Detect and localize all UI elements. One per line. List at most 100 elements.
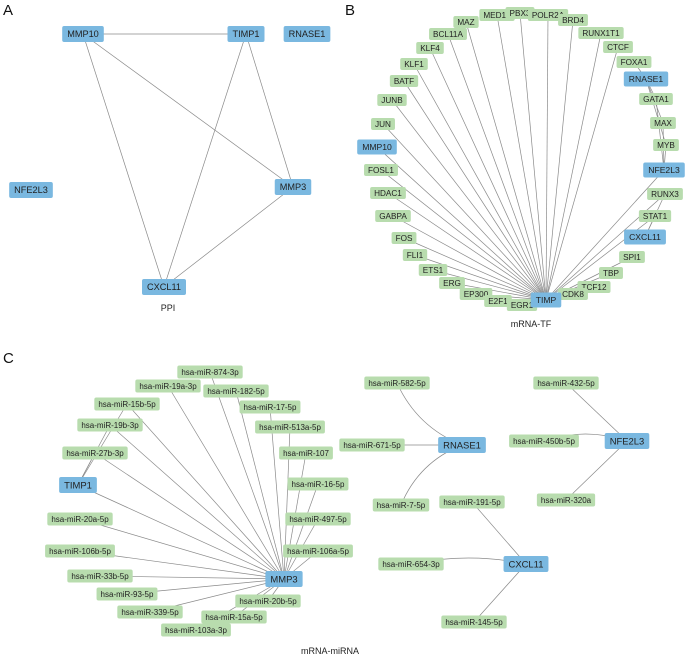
node-label: hsa-miR-27b-3p — [66, 449, 124, 458]
edge-MMP3-CXCL11 — [163, 186, 294, 288]
node-box — [530, 292, 562, 308]
node-label: MYB — [657, 141, 675, 150]
edge-NFE2L3-m432 — [565, 382, 628, 442]
node-box — [142, 279, 186, 295]
node-box — [653, 139, 679, 151]
node-box — [536, 493, 596, 507]
node-box — [619, 251, 645, 263]
node-box — [235, 594, 301, 608]
node-box — [603, 41, 633, 53]
tf-node-batf: BATF — [389, 75, 419, 87]
node-label: JUNB — [381, 96, 403, 105]
node-box — [177, 365, 243, 379]
node-label: TIMP1 — [232, 29, 259, 39]
node-label: hsa-miR-450b-5p — [513, 437, 575, 446]
node-box — [647, 188, 683, 200]
node-label: SPI1 — [623, 253, 641, 262]
node-label: CDK8 — [562, 290, 584, 299]
edge-TIMP1-MMP3 — [245, 33, 294, 188]
node-label: hsa-miR-7-5p — [377, 501, 426, 510]
node-box — [439, 495, 505, 509]
node-label: MMP3 — [280, 182, 307, 192]
edge-TIMP1-BRD4 — [545, 19, 574, 301]
node-label: GATA1 — [643, 95, 669, 104]
mirna-node-m15b: hsa-miR-15b-5p — [94, 397, 160, 411]
edge-TIMP1-JUNB — [391, 99, 547, 301]
node-box — [279, 446, 333, 460]
edge-MMP3-m874 — [209, 371, 285, 580]
gene-node-mmp10: MMP10 — [357, 139, 397, 155]
panel-b-caption: mRNA-TF — [511, 319, 552, 329]
node-label: hsa-miR-106a-5p — [287, 547, 349, 556]
node-label: MMP10 — [362, 142, 392, 152]
node-box — [391, 232, 417, 244]
node-box — [47, 512, 113, 526]
mirna-node-m106b: hsa-miR-106b-5p — [45, 544, 115, 558]
panel-b-letter: B — [345, 2, 355, 19]
edge-TIMP1-POLR2A — [545, 14, 549, 301]
mirna-node-m320a: hsa-miR-320a — [536, 493, 596, 507]
tf-node-brd4: BRD4 — [558, 14, 588, 26]
node-label: hsa-miR-19a-3p — [139, 382, 197, 391]
node-box — [506, 299, 538, 311]
mirna-node-m145: hsa-miR-145-5p — [441, 615, 507, 629]
node-box — [416, 42, 444, 54]
edge-TIMP1-BCL11A — [447, 33, 547, 301]
node-label: FOSL1 — [368, 166, 394, 175]
node-box — [201, 610, 267, 624]
mirna-node-m19a: hsa-miR-19a-3p — [135, 379, 201, 393]
node-label: STAT1 — [643, 212, 668, 221]
node-label: MAZ — [457, 18, 474, 27]
node-label: CXCL11 — [629, 232, 661, 242]
tf-node-ep300: EP300 — [459, 288, 493, 300]
node-box — [364, 164, 398, 176]
node-box — [94, 397, 160, 411]
node-box — [255, 420, 325, 434]
mirna-node-m513a: hsa-miR-513a-5p — [255, 420, 325, 434]
node-label: hsa-miR-432-5p — [537, 379, 595, 388]
node-label: ERG — [443, 279, 461, 288]
node-box — [558, 14, 588, 26]
edge-RNASE1-MYB — [645, 78, 667, 146]
node-label: FLI1 — [407, 251, 424, 260]
node-box — [265, 571, 303, 587]
gene-node-mmp3: MMP3 — [265, 571, 303, 587]
node-box — [505, 7, 535, 19]
node-label: BCL11A — [433, 30, 463, 39]
gene-node-rnase1: RNASE1 — [283, 26, 331, 42]
edge-TIMP1-FOSL1 — [380, 169, 547, 301]
gene-node-cxcl11: CXCL11 — [624, 229, 666, 245]
mirna-node-m7: hsa-miR-7-5p — [372, 498, 430, 512]
tf-node-fli1: FLI1 — [402, 249, 428, 261]
gene-node-timp1: TIMP1 — [227, 26, 265, 42]
node-box — [62, 26, 104, 42]
node-box — [377, 94, 407, 106]
node-box — [400, 58, 428, 70]
mirna-node-m432: hsa-miR-432-5p — [533, 376, 599, 390]
node-box — [283, 544, 353, 558]
node-box — [604, 433, 650, 449]
node-box — [117, 605, 183, 619]
panel-a-caption: PPI — [161, 303, 176, 313]
tf-node-ets1: ETS1 — [418, 264, 448, 276]
node-label: hsa-miR-671-5p — [343, 441, 401, 450]
node-label: BATF — [394, 77, 414, 86]
node-label: TCF12 — [581, 283, 606, 292]
edge-TIMP1-HDAC1 — [387, 192, 547, 301]
node-box — [287, 477, 349, 491]
edge-TIMP1-NFE2L3 — [545, 169, 665, 301]
tf-node-max: MAX — [650, 117, 676, 129]
node-box — [203, 384, 269, 398]
gene-node-mmp10: MMP10 — [62, 26, 104, 42]
mrna-mirna-network: hsa-miR-874-3phsa-miR-19a-3phsa-miR-182-… — [45, 365, 650, 637]
node-box — [599, 267, 623, 279]
node-label: hsa-miR-513a-5p — [259, 423, 321, 432]
edge-TIMP1-PBX3 — [519, 12, 547, 301]
edge-NFE2L3-m320a — [565, 440, 628, 501]
node-label: RUNX1T1 — [582, 29, 620, 38]
mirna-node-m107: hsa-miR-107 — [279, 446, 333, 460]
edge-TIMP1-MMP10 — [376, 146, 547, 301]
tf-node-gabpa: GABPA — [375, 210, 411, 222]
